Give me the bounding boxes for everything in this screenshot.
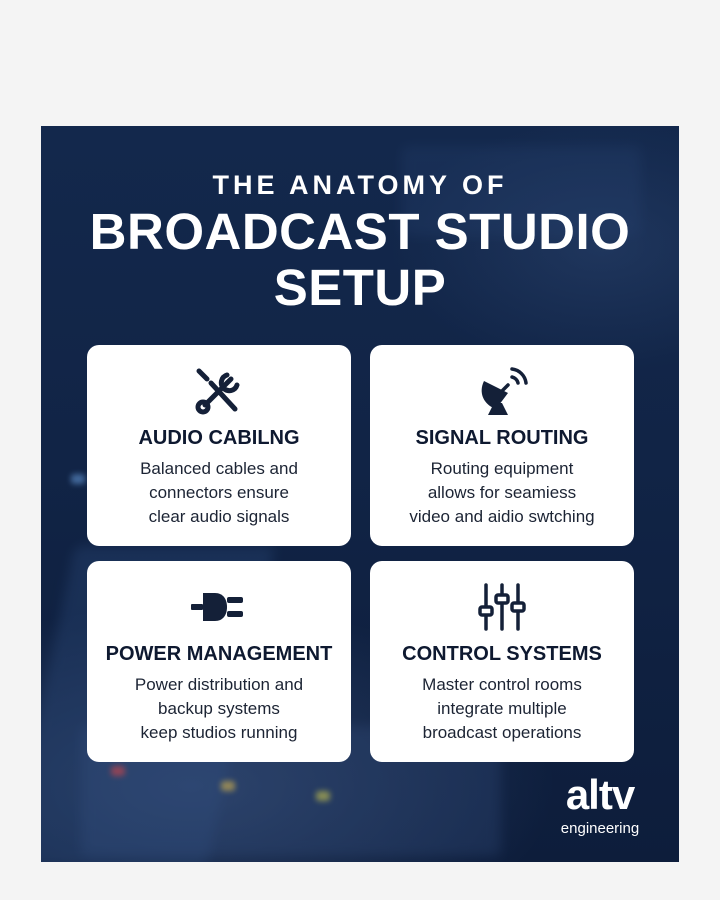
card-title: CONTROL SYSTEMS xyxy=(402,643,602,665)
card-power-management: POWER MANAGEMENT Power distribution and … xyxy=(87,561,351,762)
brand-tagline: engineering xyxy=(560,820,640,837)
power-plug-icon xyxy=(87,579,351,635)
background-light xyxy=(316,791,330,801)
card-description-line: integrate multiple xyxy=(437,699,567,718)
card-control-systems: CONTROL SYSTEMS Master control rooms int… xyxy=(370,561,634,762)
card-description-line: Master control rooms xyxy=(422,675,582,694)
card-signal-routing: SIGNAL ROUTING Routing equipment allows … xyxy=(370,345,634,546)
background-light xyxy=(221,781,235,791)
card-audio-cabling: AUDIO CABILNG Balanced cables and connec… xyxy=(87,345,351,546)
headline-main: BROADCAST STUDIO SETUP xyxy=(41,204,679,316)
tools-icon xyxy=(87,363,351,419)
card-description-line: Balanced cables and xyxy=(140,459,298,478)
card-title: AUDIO CABILNG xyxy=(138,427,300,449)
headline-line-1: BROADCAST STUDIO xyxy=(89,203,631,260)
card-description: Power distribution and backup systems ke… xyxy=(101,673,337,745)
background-light xyxy=(111,766,125,776)
card-description-line: Routing equipment xyxy=(430,459,574,478)
sliders-icon xyxy=(370,579,634,635)
card-description-line: allows for seamiess xyxy=(427,483,577,502)
headline-kicker: THE ANATOMY OF xyxy=(212,170,508,200)
background-light xyxy=(71,474,85,484)
background-blur-shape xyxy=(401,146,641,236)
card-description-line: keep studios running xyxy=(140,723,298,742)
card-description-line: connectors ensure xyxy=(149,483,289,502)
card-description-line: clear audio signals xyxy=(148,507,290,526)
card-description-line: Power distribution and xyxy=(134,675,304,694)
brand-logo: altv xyxy=(565,771,635,818)
card-title: SIGNAL ROUTING xyxy=(415,427,589,449)
headline-line-2: SETUP xyxy=(273,259,447,316)
infographic-poster: THE ANATOMY OF BROADCAST STUDIO SETUP AU… xyxy=(41,126,679,862)
card-description-line: backup systems xyxy=(158,699,280,718)
card-description: Master control rooms integrate multiple … xyxy=(384,673,620,745)
card-title: POWER MANAGEMENT xyxy=(105,643,333,665)
card-description-line: video and aidio swtching xyxy=(409,507,595,526)
card-description-line: broadcast operations xyxy=(422,723,582,742)
card-description: Balanced cables and connectors ensure cl… xyxy=(101,457,337,529)
card-description: Routing equipment allows for seamiess vi… xyxy=(384,457,620,529)
satellite-dish-icon xyxy=(370,363,634,419)
